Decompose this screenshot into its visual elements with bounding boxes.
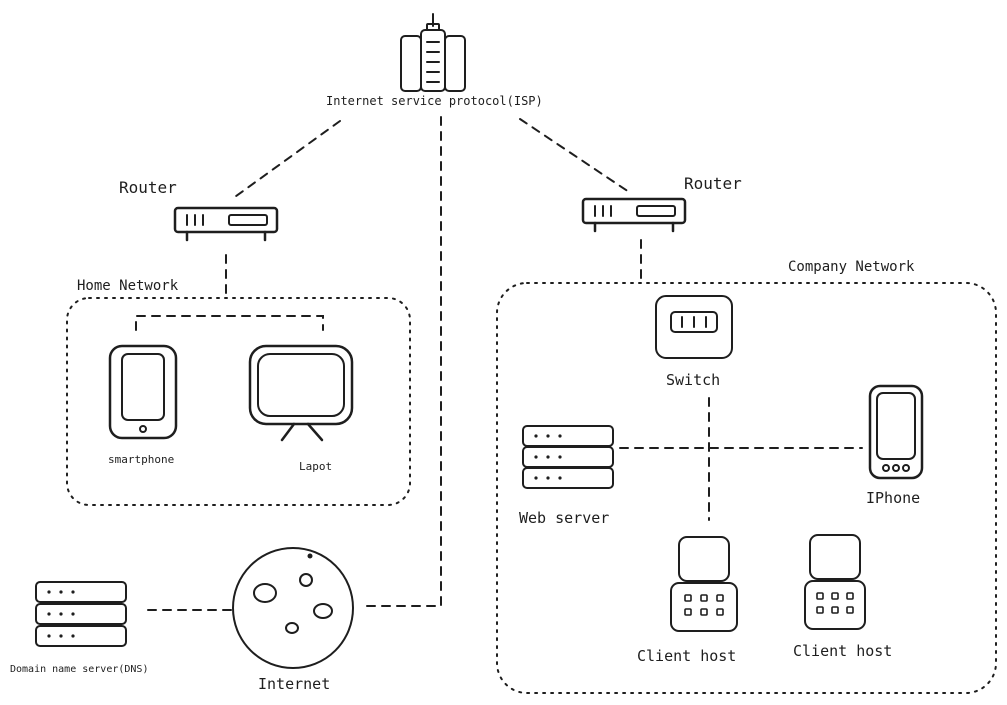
link-isp-router-right bbox=[519, 118, 633, 195]
internet-label: Internet bbox=[258, 675, 330, 693]
router-right-label: Router bbox=[684, 174, 742, 193]
link-isp-internet bbox=[359, 116, 442, 607]
client-host-2-label: Client host bbox=[793, 642, 892, 660]
link-isp-router-left bbox=[231, 120, 341, 200]
company-network-label: Company Network bbox=[788, 259, 915, 275]
company-network-area bbox=[496, 282, 997, 694]
isp-label: Internet service protocol(ISP) bbox=[326, 94, 543, 108]
switch-icon bbox=[655, 295, 733, 359]
client-host-icon bbox=[670, 536, 738, 632]
web-server-label: Web server bbox=[519, 509, 609, 527]
client-host-icon bbox=[804, 534, 866, 630]
phone-icon bbox=[868, 384, 924, 480]
server-icon bbox=[35, 581, 127, 647]
home-bus bbox=[135, 315, 324, 331]
laptop-label: Lapot bbox=[299, 460, 332, 473]
router-left-label: Router bbox=[119, 178, 177, 197]
smartphone-icon bbox=[108, 344, 178, 440]
client-host-1-label: Client host bbox=[637, 647, 736, 665]
monitor-icon bbox=[248, 344, 354, 442]
building-icon bbox=[400, 13, 466, 92]
home-network-area bbox=[66, 297, 411, 506]
server-icon bbox=[522, 425, 614, 489]
dns-label: Domain name server(DNS) bbox=[10, 664, 148, 675]
iphone-label: IPhone bbox=[866, 489, 920, 507]
switch-label: Switch bbox=[666, 371, 720, 389]
connections bbox=[135, 116, 863, 611]
globe-icon bbox=[232, 547, 354, 669]
home-network-label: Home Network bbox=[77, 278, 179, 294]
smartphone-label: smartphone bbox=[108, 453, 174, 466]
router-icon bbox=[173, 206, 279, 242]
router-icon bbox=[581, 197, 687, 233]
